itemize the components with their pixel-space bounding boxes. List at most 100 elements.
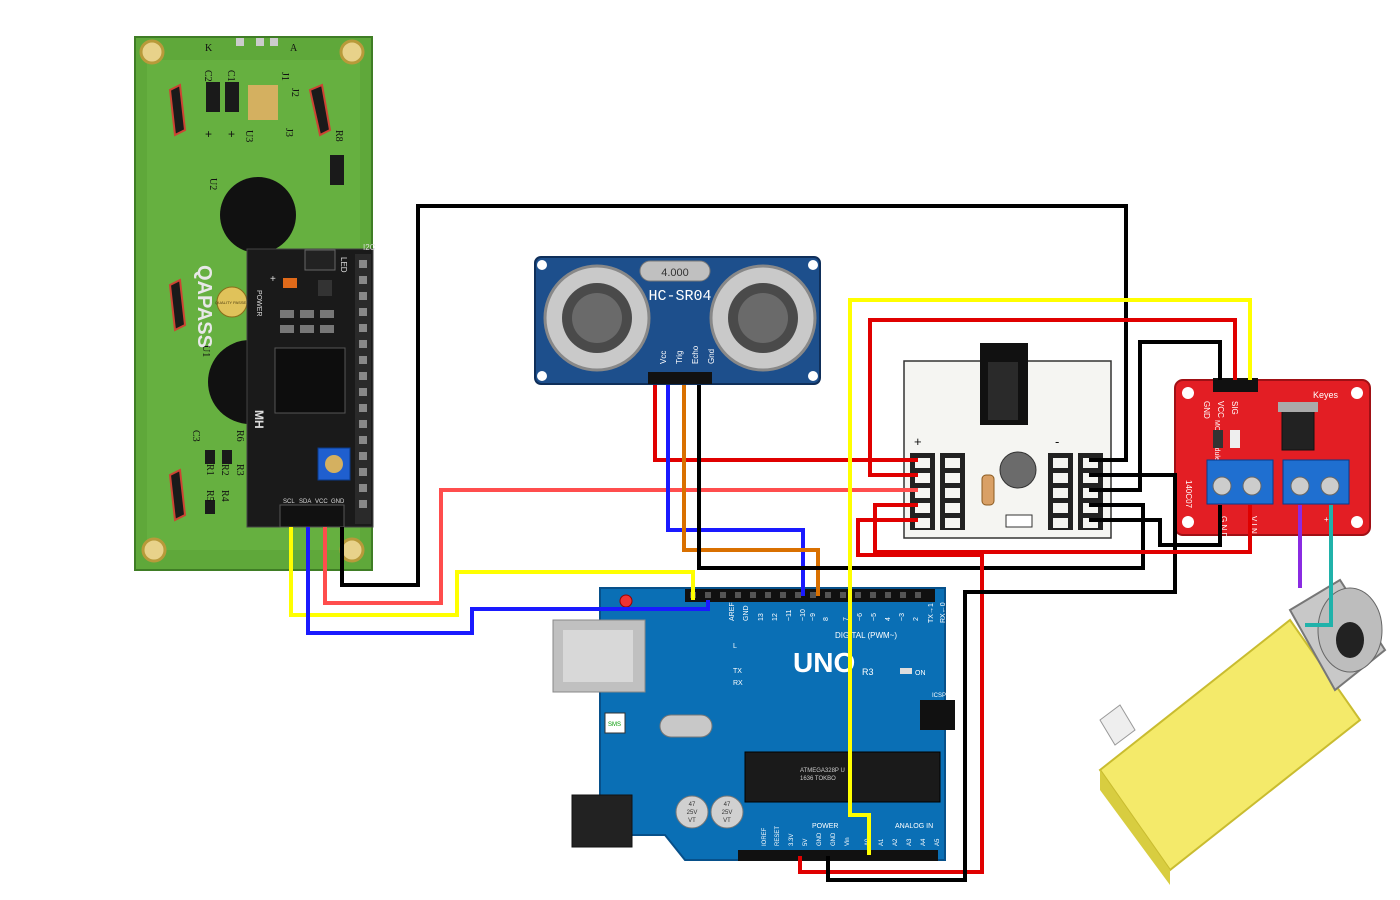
wire-vcc-lightred [323,488,918,605]
motor-shaft [1099,704,1136,746]
lcd-component-label: R4 [219,490,230,502]
lcd-plus-sign: + [205,127,212,141]
lcd-component-label: J2 [289,88,300,97]
power-plus-sign: + [270,274,276,285]
mount-hole [139,39,165,65]
cap1-voltage: 25V [687,810,698,816]
resistor [981,474,995,506]
pin-gnd-top: GND [743,605,750,621]
wire-scl-yellow [289,527,695,617]
wire-terminal-vin [873,503,1252,554]
pin-a3: A3 [907,838,913,846]
mos-brand: Keyes [1313,390,1339,400]
pin-5: ~5 [871,613,878,621]
lcd-component-label: U3 [243,130,254,142]
power-label: POWER [255,290,262,316]
lcd-component-label: J1 [279,72,290,81]
led-jumper [304,249,336,271]
pin-vin: Vin [845,837,851,846]
i2c-pin-vcc: VCC [315,499,328,505]
mos-pin-vcc: VCC [1216,401,1225,418]
i2c-label: I2C [363,243,376,252]
mos-terminal-plus: + [1324,515,1329,524]
minus-rail-label: - [1055,434,1059,449]
pin-3v3: 3.3V [789,834,795,846]
i2c-backpack: I2C LED POWER + MH SCL SDA VCC GND [246,243,376,528]
wire-sda-blue [306,527,710,635]
capacitor-2 [710,795,744,829]
cap2-value: 47 [724,802,731,808]
wire-mos-vcc-red [868,318,1237,477]
pin-7: 7 [843,617,850,621]
pin-8: 8 [823,617,830,621]
lcd-component-label: R1 [204,464,215,476]
lcd-pin-label: K [205,43,213,54]
pin-a5: A5 [935,838,941,846]
power-label: POWER [812,823,838,830]
pin-a4: A4 [921,838,927,846]
pin-3: ~3 [899,613,906,621]
dc-gear-motor [1098,578,1387,885]
pin-2: 2 [913,617,920,621]
lcd-component-label: R2 [219,464,230,476]
revision-label: R3 [862,667,874,677]
cob-chip [220,177,296,253]
hcsr04-pin-echo: Echo [691,345,700,364]
tx-label: TX [733,668,742,675]
i2c-header [279,504,345,528]
mos-pin-gnd: GND [1202,401,1211,419]
wire-sig-yellow [848,298,1252,855]
icsp-header [920,700,955,730]
wire-terminal-gnd [1089,505,1222,547]
cap1-value: 47 [689,802,696,808]
lcd-component-label: U2 [207,178,218,190]
quality-seal-text: QUALITY PASSED [215,300,249,305]
hcsr04-model-label: HC-SR04 [648,288,711,305]
lcd-component-label: R6 [234,430,245,442]
pin-13: 13 [758,613,765,621]
capacitor [999,451,1037,489]
l-label: L [733,643,737,650]
pin-11: ~11 [786,610,793,621]
pin-12: 12 [772,613,779,621]
pin-tx: TX→1 [928,603,935,623]
pin-gnd-2: GND [831,832,837,846]
power-jack [571,794,633,848]
led-label: LED [339,257,348,273]
pin-ioref: IOREF [762,827,768,846]
cap2-type: VT [723,818,731,824]
analog-label: ANALOG IN [895,823,933,830]
mount-hole [339,39,365,65]
mount-hole [339,537,365,563]
arduino-pcb [599,587,946,861]
uno-label: UNO [793,647,855,678]
pin-reset: RESET [775,826,781,846]
mos-header [1213,378,1258,392]
jumper [1005,514,1033,528]
pin-6: ~6 [857,613,864,621]
wire-hcsr04-echo [682,385,820,596]
mos-pin-sig: SIG [1230,401,1239,415]
wire-gnd-black [826,473,1177,882]
lcd-component-label: C3 [190,430,201,442]
pin-a2: A2 [893,838,899,846]
mos-terminal-vin: V I N [1249,516,1258,534]
pin-9: ~9 [810,613,817,621]
wire-lcd-gnd-black [340,204,1128,587]
pin-gnd-1: GND [817,832,823,846]
hcsr04-pin-vcc: Vcc [659,351,668,364]
i2c-pin-scl: SCL [283,499,295,505]
wire-hcsr04-vcc [653,385,918,462]
arduino-crystal [659,714,713,738]
icsp-label: ICSP [932,693,946,699]
capacitor-1 [675,795,709,829]
cap2-voltage: 25V [722,810,733,816]
hcsr04-header [648,372,712,384]
lcd-component-label: R3 [234,464,245,476]
pin-10: ~10 [800,609,807,621]
pin-aref: AREF [729,602,736,621]
lcd-component-label: R5 [204,490,215,502]
cap1-type: VT [688,818,696,824]
reset-button[interactable] [619,594,633,608]
